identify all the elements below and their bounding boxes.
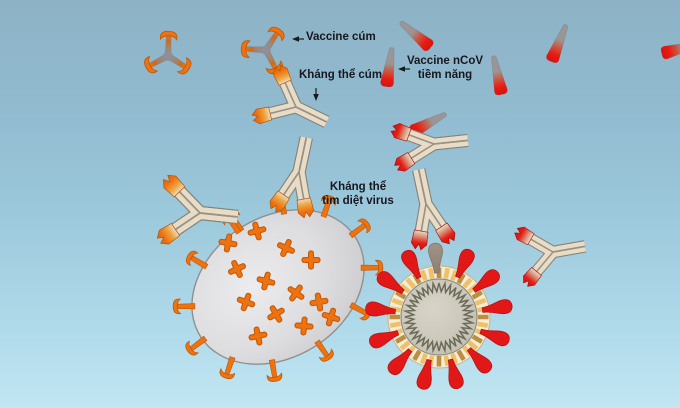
- coronavirus-spike-icon: [376, 271, 405, 295]
- ncov-spike-protein-icon: [546, 24, 569, 64]
- coronavirus-spike-icon: [481, 299, 513, 315]
- label-flu-antibody-text: Kháng thể cúm: [299, 69, 383, 81]
- coronavirus-spike-icon: [387, 348, 413, 375]
- coronavirus-spike-icon: [479, 328, 510, 347]
- label-virus-hunting-antibody-line1: Kháng thể: [329, 181, 387, 193]
- flu-vaccine-molecule-icon: [144, 30, 192, 75]
- flu-surface-protein-icon: [294, 316, 314, 336]
- flu-spike-icon: [172, 298, 196, 315]
- rna-zigzag-icon: [402, 280, 476, 354]
- label-ncov-vaccine-line2: tiềm năng: [417, 68, 473, 81]
- flu-spike-icon: [219, 356, 236, 380]
- ncov-antibody-attacking-icon: [410, 168, 456, 251]
- coronavirus-spike-icon: [416, 358, 432, 390]
- coronavirus-spike-icon: [466, 347, 493, 374]
- label-ncov-vaccine-line1: Vaccine nCoV: [406, 55, 484, 67]
- flu-surface-protein-icon: [277, 239, 295, 257]
- ncov-spike-protein-icon: [380, 47, 395, 88]
- ncov-spike-protein-icon: [660, 41, 680, 60]
- flu-surface-protein-icon: [309, 292, 329, 312]
- flu-surface-protein-icon: [301, 250, 321, 270]
- label-flu-antibody: Kháng thể cúm: [299, 69, 382, 83]
- coronavirus-icon: [365, 242, 513, 390]
- label-virus-hunting-antibody: Kháng thể tìm diệt virus: [314, 181, 402, 208]
- flu-spike-icon: [348, 218, 371, 239]
- coronavirus-spike-icon: [455, 248, 475, 279]
- coronavirus-spike-icon: [369, 330, 400, 349]
- ncov-spike-protein-icon: [491, 55, 508, 96]
- blocked-spike-icon: [428, 242, 443, 274]
- flu-surface-protein-icon: [228, 260, 246, 278]
- flu-surface-protein-icon: [247, 221, 267, 241]
- flu-spike-icon: [320, 194, 337, 218]
- ncov-spike-protein-icon: [399, 20, 434, 52]
- coronavirus-spike-icon: [401, 249, 422, 280]
- label-ncov-vaccine: Vaccine nCoV tiềm năng: [402, 55, 488, 82]
- flu-surface-protein-icon: [287, 284, 305, 302]
- arrow-to-flu-vaccine: [292, 36, 304, 42]
- flu-surface-protein-icon: [248, 326, 268, 346]
- coronavirus-spike-icon: [447, 358, 464, 390]
- flu-vaccine-molecule-icon: [240, 26, 285, 75]
- ncov-antibody-capturing-icon: [390, 123, 469, 172]
- label-flu-vaccine: Vaccine cúm: [306, 31, 376, 45]
- flu-antibody-icon: [156, 174, 239, 245]
- flu-spike-icon: [185, 250, 209, 270]
- coronavirus-spike-icon: [365, 301, 396, 317]
- ncov-antibody-icon: [514, 226, 587, 287]
- arrow-to-ncov-vaccine: [398, 66, 410, 72]
- flu-surface-protein-icon: [218, 233, 238, 253]
- flu-antibody-attacking-icon: [269, 136, 315, 219]
- flu-spike-icon: [266, 359, 283, 382]
- flu-surface-protein-icon: [267, 305, 285, 323]
- flu-antibody-icon: [251, 64, 330, 128]
- flu-spike-icon: [360, 259, 384, 276]
- label-virus-hunting-antibody-line2: tìm diệt virus: [322, 194, 394, 207]
- coronavirus-spike-icon: [472, 269, 500, 293]
- arrow-to-flu-antibody: [313, 88, 319, 101]
- flu-spike-icon: [185, 335, 208, 356]
- label-flu-vaccine-text: Vaccine cúm: [306, 31, 376, 43]
- flu-surface-protein-icon: [236, 292, 256, 312]
- flu-spike-icon: [314, 339, 334, 362]
- flu-surface-protein-icon: [256, 271, 276, 291]
- flu-surface-protein-icon: [321, 307, 341, 327]
